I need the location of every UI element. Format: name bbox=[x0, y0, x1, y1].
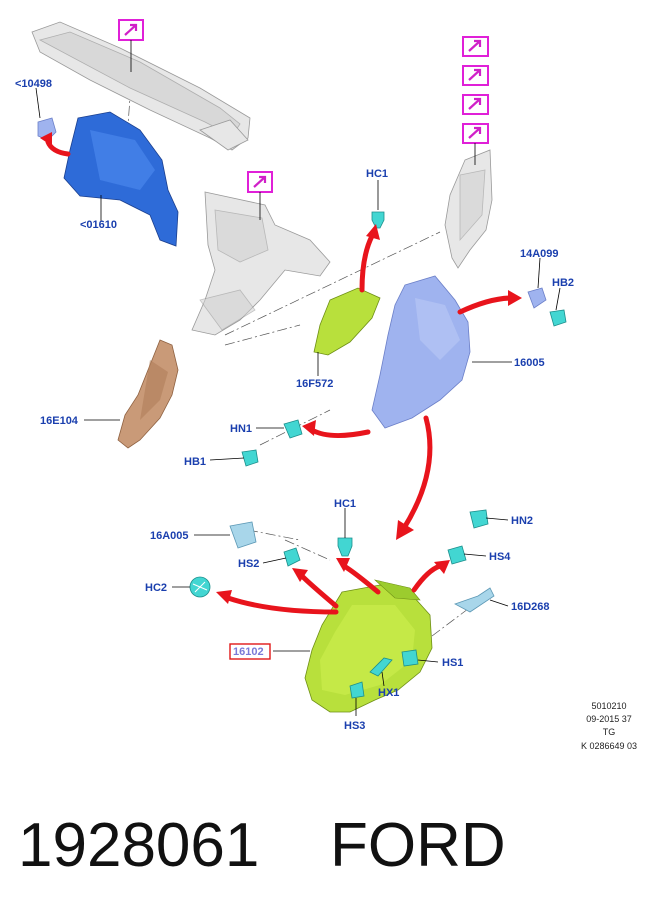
callout-01610[interactable]: <01610 bbox=[80, 219, 117, 231]
clip-hx1-part bbox=[369, 657, 393, 677]
reference-block: 5010210 09-2015 37 TG K 0286649 03 bbox=[581, 701, 637, 751]
part-16f572 bbox=[313, 287, 381, 356]
dash-panel-part bbox=[191, 191, 331, 336]
callout-16005[interactable]: 16005 bbox=[514, 357, 545, 369]
footer: 1928061 FORD bbox=[18, 811, 506, 880]
blue-apron-part bbox=[63, 111, 179, 247]
bracket-16a005-part bbox=[229, 521, 257, 549]
a-pillar-part bbox=[444, 149, 493, 269]
clip-hb1-part bbox=[241, 449, 259, 467]
reference-line-4: K 0286649 03 bbox=[581, 741, 637, 751]
reference-line-3: TG bbox=[603, 727, 616, 737]
callout-16e104[interactable]: 16E104 bbox=[40, 415, 79, 427]
callout-16102[interactable]: 16102 bbox=[233, 646, 264, 658]
callout-hb2[interactable]: HB2 bbox=[552, 277, 574, 289]
callout-14a099[interactable]: 14A099 bbox=[520, 248, 559, 260]
reference-line-1: 5010210 bbox=[591, 701, 626, 711]
clip-hc1-top-part bbox=[371, 211, 385, 229]
callout-hs2[interactable]: HS2 bbox=[238, 558, 259, 570]
callout-hx1[interactable]: HX1 bbox=[378, 687, 399, 699]
callout-16d268[interactable]: 16D268 bbox=[511, 601, 550, 613]
brand-name: FORD bbox=[330, 811, 506, 880]
callout-labels: <10498 <01610 HC1 14A099 HB2 16F572 1600… bbox=[15, 78, 574, 732]
callout-hs4[interactable]: HS4 bbox=[489, 551, 511, 563]
clip-hs4-part bbox=[447, 545, 467, 565]
clip-hc1-mid-part bbox=[337, 537, 353, 557]
callout-hn2[interactable]: HN2 bbox=[511, 515, 533, 527]
callout-hc1-top[interactable]: HC1 bbox=[366, 168, 388, 180]
callout-hc2[interactable]: HC2 bbox=[145, 582, 167, 594]
top-highlight-marker bbox=[118, 19, 144, 72]
clip-hc2-part bbox=[189, 576, 211, 598]
clip-hn2-part bbox=[469, 509, 489, 529]
clip-hn1-part bbox=[283, 419, 303, 439]
callout-hb1[interactable]: HB1 bbox=[184, 456, 206, 468]
wheel-arch-liner-16102-part bbox=[304, 579, 433, 713]
upper-crossmember-part bbox=[31, 21, 251, 151]
assembly-arrows bbox=[40, 132, 522, 615]
callout-hs1[interactable]: HS1 bbox=[442, 657, 463, 669]
clip-hb2-part bbox=[549, 309, 567, 327]
callout-16a005[interactable]: 16A005 bbox=[150, 530, 189, 542]
clip-hs1-part bbox=[401, 649, 419, 667]
clip-hs3-part bbox=[349, 681, 365, 699]
bracket-16d268-part bbox=[454, 587, 495, 613]
callout-16102-box bbox=[229, 643, 271, 660]
callout-10498[interactable]: <10498 bbox=[15, 78, 52, 90]
callout-16f572[interactable]: 16F572 bbox=[296, 378, 333, 390]
clip-hs2-part bbox=[283, 547, 301, 567]
bracket-14a099-part bbox=[527, 287, 547, 309]
callout-hc1-mid[interactable]: HC1 bbox=[334, 498, 356, 510]
callout-hn1[interactable]: HN1 bbox=[230, 423, 252, 435]
center-highlight-marker bbox=[247, 171, 273, 220]
fender-16005-part bbox=[371, 275, 471, 429]
part-number: 1928061 bbox=[18, 811, 259, 880]
callout-hs3[interactable]: HS3 bbox=[344, 720, 365, 732]
leader-lines bbox=[35, 87, 561, 716]
right-highlight-markers bbox=[462, 36, 489, 165]
reference-line-2: 09-2015 37 bbox=[586, 714, 632, 724]
bracket-16e104-part bbox=[117, 339, 179, 449]
